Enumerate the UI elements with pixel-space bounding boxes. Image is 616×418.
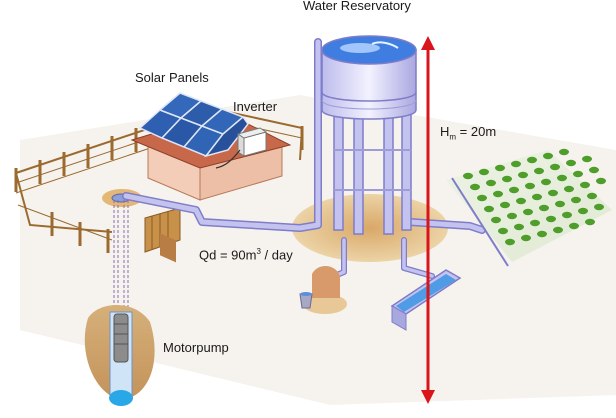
crop-plant: [564, 185, 574, 193]
tank-body: [321, 49, 417, 120]
crop-plant: [543, 152, 553, 160]
water-tower: [321, 35, 417, 235]
crop-plant: [539, 204, 549, 212]
water-trough: [390, 269, 462, 331]
crop-plant: [537, 230, 547, 238]
crop-plant: [571, 196, 581, 204]
crop-plant: [527, 156, 537, 164]
crop-plant: [541, 178, 551, 186]
crop-plant: [470, 183, 480, 191]
crop-plant: [550, 163, 560, 171]
crop-plant: [582, 155, 592, 163]
crop-plant: [518, 171, 528, 179]
crop-plant: [477, 194, 487, 202]
irrigation-field: [446, 148, 612, 267]
flow-prefix: Qd = 90m: [199, 247, 257, 263]
crop-plant: [507, 212, 517, 220]
crop-plant: [484, 205, 494, 213]
head-arrow: [421, 36, 435, 404]
crop-plant: [594, 203, 604, 211]
crop-plant: [548, 189, 558, 197]
crop-plant: [530, 219, 540, 227]
crop-plant: [523, 208, 533, 216]
inverter-box: [215, 127, 268, 169]
crop-rows: [463, 148, 606, 246]
delivery-pipe: [122, 38, 486, 285]
crop-plant: [587, 192, 597, 200]
solar-panel-array: [138, 92, 249, 158]
house-door: [160, 233, 176, 263]
crop-plant: [521, 234, 531, 242]
head-subscript: m: [449, 132, 457, 142]
crop-plant: [505, 238, 515, 246]
flow-superscript: 3: [256, 247, 261, 256]
crop-plant: [578, 207, 588, 215]
crop-plant: [555, 200, 565, 208]
crop-plant: [525, 182, 535, 190]
crop-plant: [532, 193, 542, 201]
crop-plant: [500, 201, 510, 209]
crop-plant: [569, 222, 579, 230]
crop-plant: [493, 190, 503, 198]
crop-plant: [511, 160, 521, 168]
crop-plant: [479, 168, 489, 176]
solar-panels-label: Solar Panels: [135, 70, 209, 85]
crop-plant: [502, 175, 512, 183]
crop-plant: [486, 179, 496, 187]
water-tap-bucket: [299, 265, 340, 309]
motorpump-unit: [113, 313, 129, 363]
daily-flow-label: Qd = 90m3 / day: [199, 247, 293, 263]
crop-plant: [534, 167, 544, 175]
crop-plant: [516, 197, 526, 205]
head-value: = 20m: [456, 124, 497, 139]
motorpump-label: Motorpump: [163, 340, 229, 355]
crop-plant: [585, 218, 595, 226]
crop-plant: [566, 159, 576, 167]
water-reservatory-label: Water Reservatory: [303, 0, 411, 13]
crop-plant: [546, 215, 556, 223]
inverter-label: Inverter: [233, 99, 278, 114]
head-height-label: Hm = 20m: [440, 125, 496, 142]
head-prefix: H: [440, 124, 450, 139]
solar-panel: [204, 115, 249, 158]
crop-plant: [491, 216, 501, 224]
crop-plant: [596, 177, 606, 185]
crop-plant: [498, 227, 508, 235]
crop-plant: [509, 186, 519, 194]
crop-plant: [514, 223, 524, 231]
crop-plant: [495, 164, 505, 172]
well-water: [109, 390, 133, 406]
crop-plant: [573, 170, 583, 178]
borehole-cable: [113, 200, 129, 320]
crop-plant: [589, 166, 599, 174]
flow-suffix: / day: [260, 247, 293, 263]
crop-plant: [580, 181, 590, 189]
crop-plant: [553, 226, 563, 234]
crop-plant: [463, 172, 473, 180]
crop-plant: [562, 211, 572, 219]
crop-plant: [557, 174, 567, 182]
crop-plant: [559, 148, 569, 156]
